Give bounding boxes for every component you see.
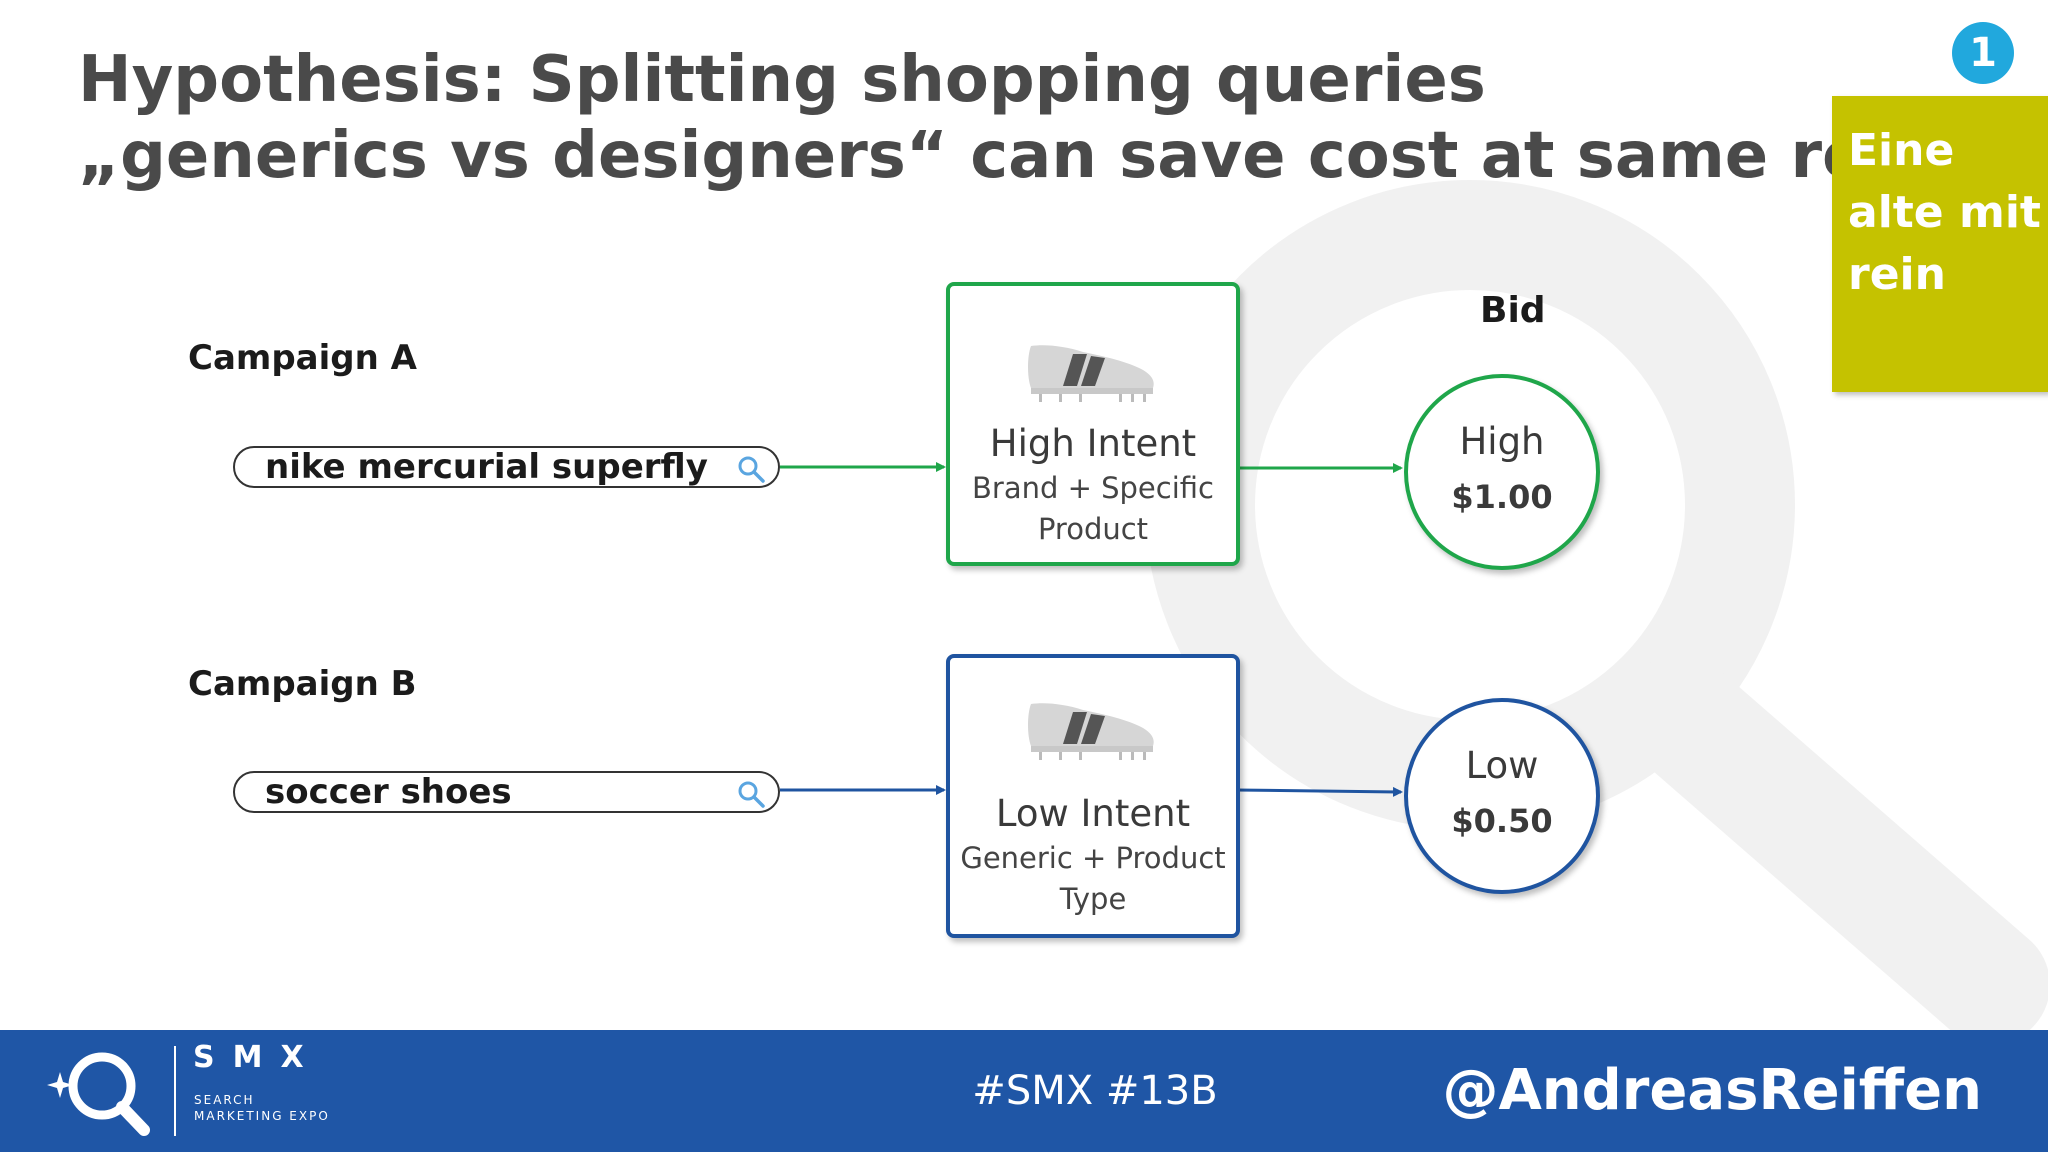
arrow-intent-b-to-bid xyxy=(1235,786,1403,797)
bid-column-header: Bid xyxy=(1480,290,1546,331)
intent-subtitle: Brand + Specific Product xyxy=(972,471,1214,546)
search-icon[interactable] xyxy=(736,454,766,484)
campaign-b-label: Campaign B xyxy=(188,664,417,704)
sticky-note-text: Eine alte mit rein xyxy=(1848,125,2041,300)
query-text: soccer shoes xyxy=(265,772,512,812)
search-box-campaign-b[interactable]: soccer shoes xyxy=(233,771,780,813)
smx-logo-text: SMX xyxy=(193,1040,322,1075)
bid-circle-low: Low $0.50 xyxy=(1404,698,1600,894)
logo-divider xyxy=(174,1046,176,1136)
speaker-handle: @AndreasReiffen xyxy=(1442,1058,1982,1123)
event-hashtags: #SMX #13B xyxy=(972,1068,1218,1114)
search-icon[interactable] xyxy=(736,779,766,809)
campaign-a-label: Campaign A xyxy=(188,338,417,378)
title-line-1: Hypothesis: Splitting shopping queries xyxy=(78,43,1486,117)
slide-title: Hypothesis: Splitting shopping queries „… xyxy=(78,42,1996,194)
query-text: nike mercurial superfly xyxy=(265,447,708,487)
cleat-shoe-icon xyxy=(1028,345,1154,402)
cleat-shoe-icon xyxy=(1028,703,1154,760)
search-box-campaign-a[interactable]: nike mercurial superfly xyxy=(233,446,780,488)
smx-logo-subtitle: SEARCH MARKETING EXPO xyxy=(194,1093,330,1123)
sticky-note[interactable]: Eine alte mit rein xyxy=(1832,96,2048,392)
title-line-2: „generics vs designers“ can save cost at… xyxy=(78,119,1997,193)
flow-arrows xyxy=(780,462,1403,797)
bid-level: High xyxy=(1459,420,1545,463)
intent-subtitle: Generic + Product Type xyxy=(960,841,1226,916)
bid-amount: $0.50 xyxy=(1451,802,1553,840)
intent-box-low: Low Intent Generic + Product Type xyxy=(946,654,1240,938)
intent-title: High Intent xyxy=(989,422,1197,465)
bid-amount: $1.00 xyxy=(1451,478,1553,516)
smx-magnifier-logo-icon xyxy=(47,1052,150,1136)
footer-bar: SMX SEARCH MARKETING EXPO #SMX #13B @And… xyxy=(0,1030,2048,1152)
bid-circle-high: High $1.00 xyxy=(1404,374,1600,570)
intent-title: Low Intent xyxy=(995,792,1191,835)
slide-number-badge: 1 xyxy=(1952,22,2014,84)
bid-level: Low xyxy=(1465,744,1539,787)
intent-box-high: High Intent Brand + Specific Product xyxy=(946,282,1240,566)
